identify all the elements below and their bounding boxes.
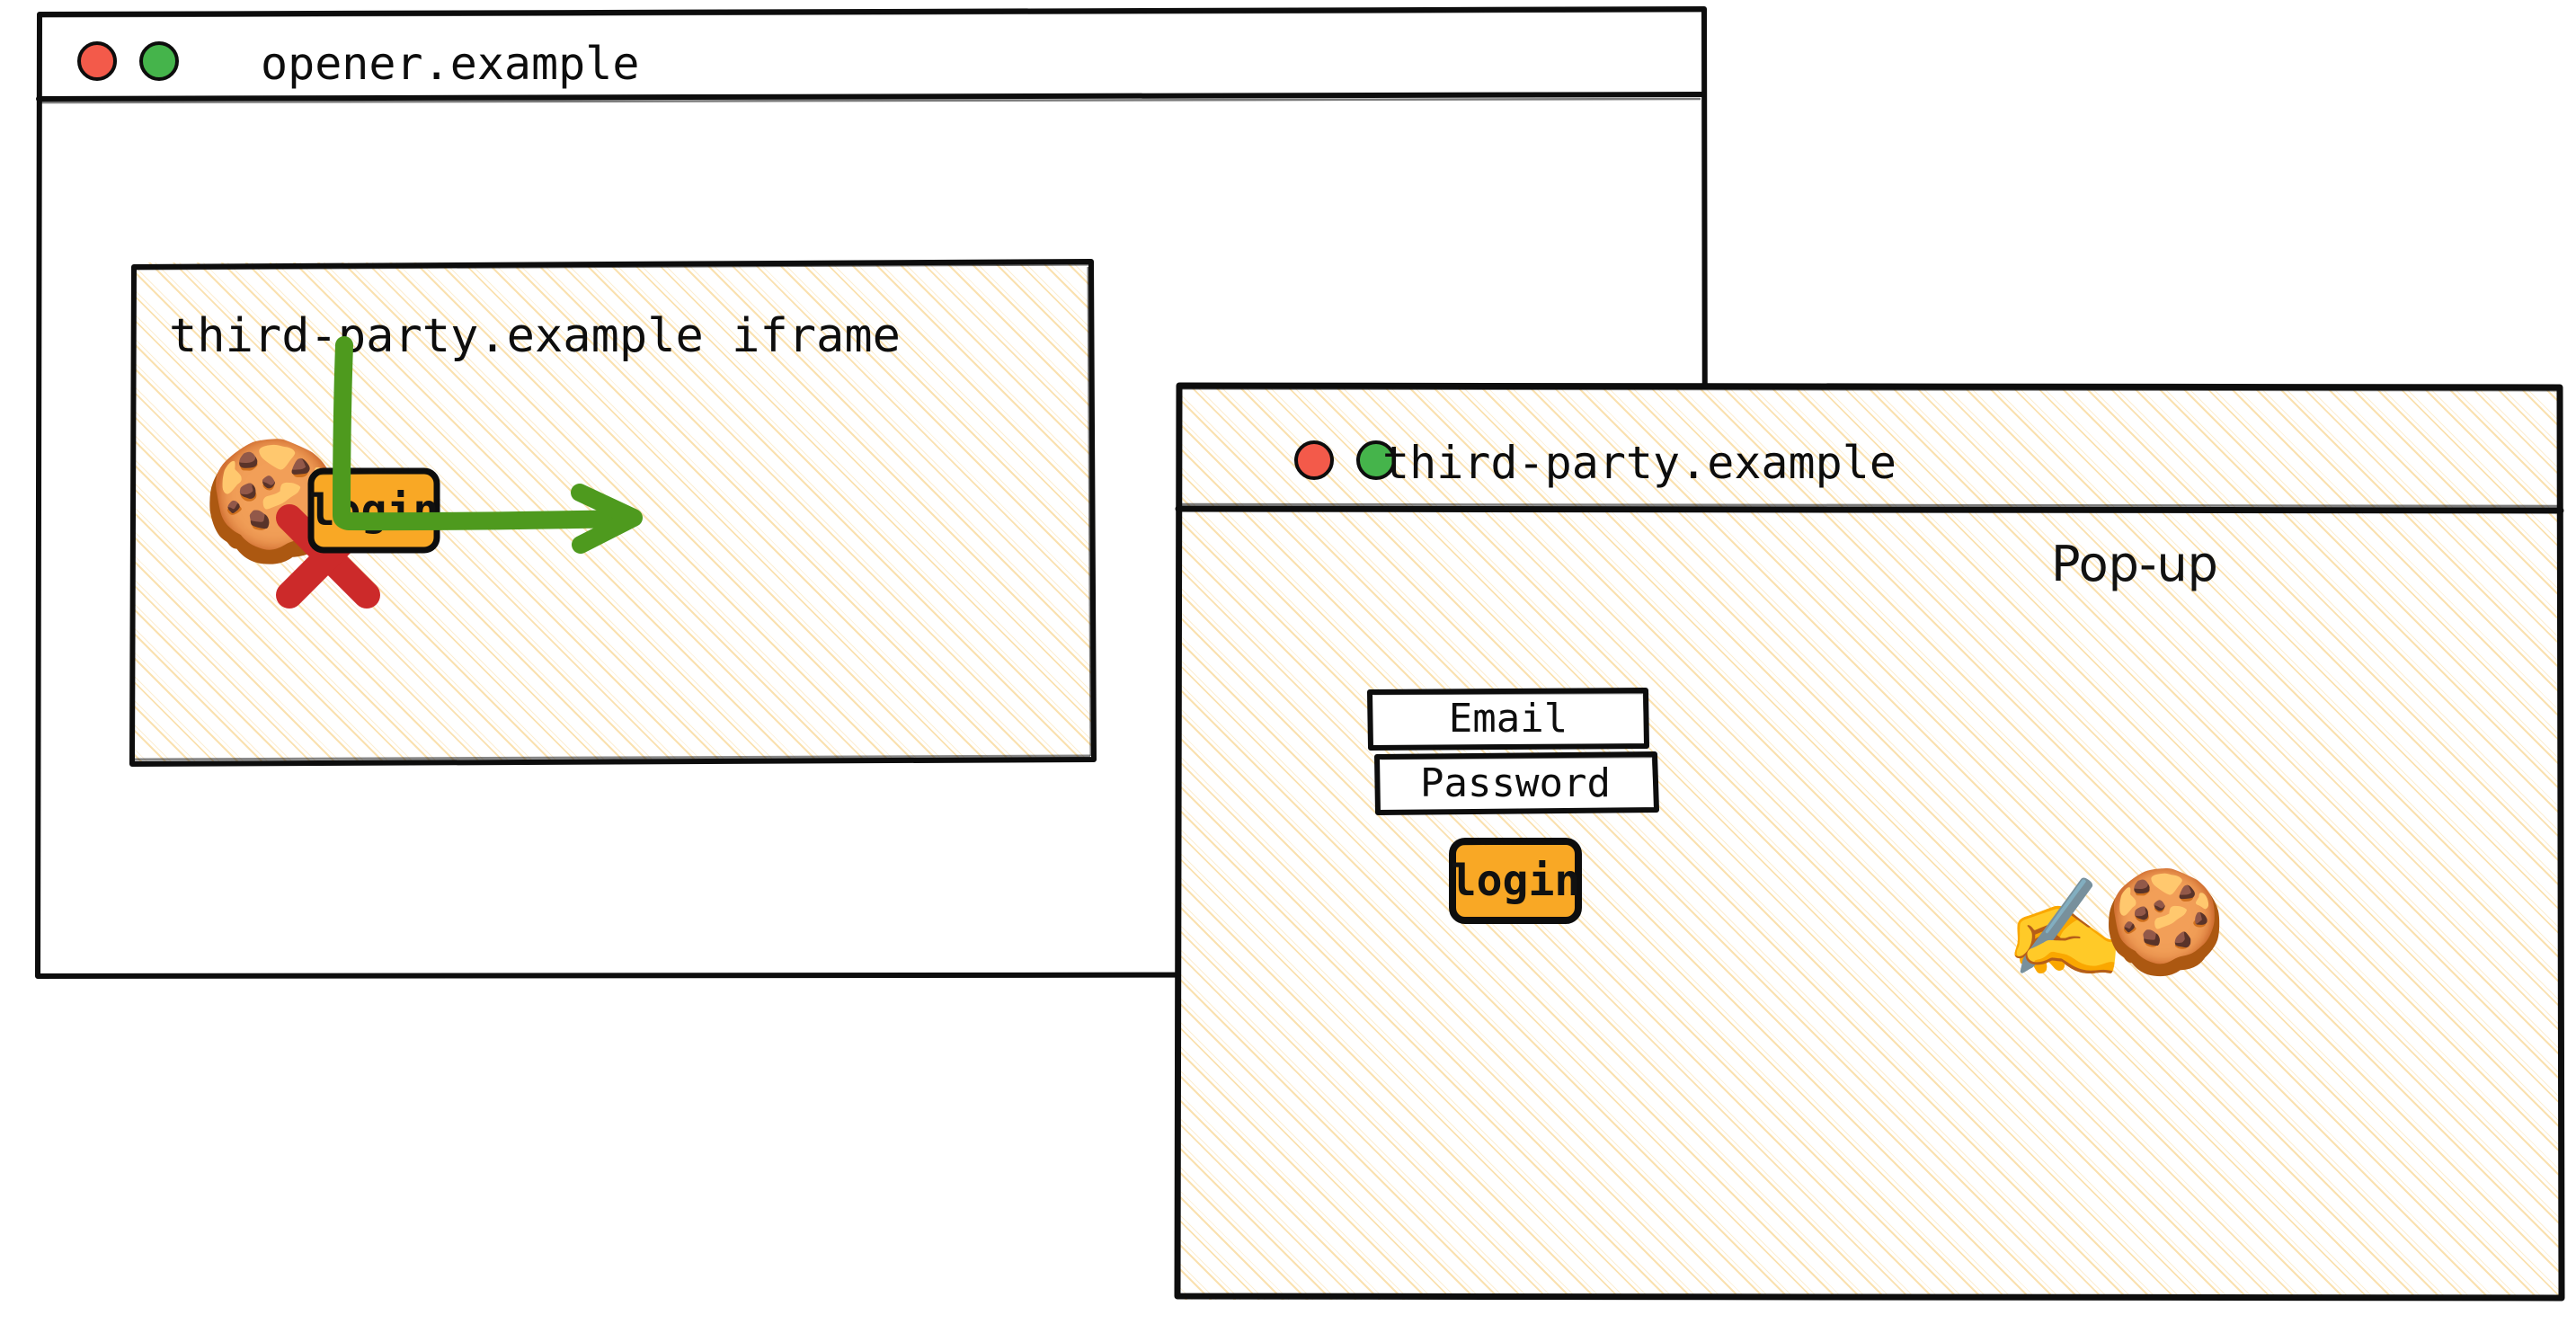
email-field-shape	[1367, 688, 1649, 751]
password-field-value: Password	[1420, 760, 1611, 806]
email-field[interactable]: Email	[1367, 688, 1649, 751]
password-field-shape	[1374, 751, 1659, 815]
opener-window-title: opener.example	[261, 38, 640, 90]
opener-close-dot[interactable]	[77, 41, 117, 81]
popup-window-frame	[1174, 382, 2565, 1302]
popup-window-title: third-party.example	[1382, 437, 1896, 489]
popup-login-button[interactable]: login	[1449, 838, 1582, 924]
popup-window: third-party.example Email Password login…	[1174, 382, 2565, 1302]
writing-hand-icon: ✍️	[2004, 873, 2126, 985]
popup-cookie-icon: 🍪	[2101, 864, 2227, 981]
popup-maximize-dot[interactable]	[1356, 440, 1396, 480]
popup-label: Pop-up	[2051, 536, 2218, 592]
popup-login-button-label: login	[1450, 856, 1581, 906]
password-field[interactable]: Password	[1374, 751, 1659, 815]
iframe-frame	[129, 259, 1097, 767]
iframe-title: third-party.example iframe	[169, 309, 901, 363]
popup-close-dot[interactable]	[1294, 440, 1334, 480]
opener-maximize-dot[interactable]	[139, 41, 179, 81]
popup-login-button-shape	[1449, 838, 1582, 924]
email-field-value: Email	[1448, 695, 1568, 742]
popup-window-background	[1177, 385, 2562, 1300]
flow-arrow	[333, 336, 643, 554]
